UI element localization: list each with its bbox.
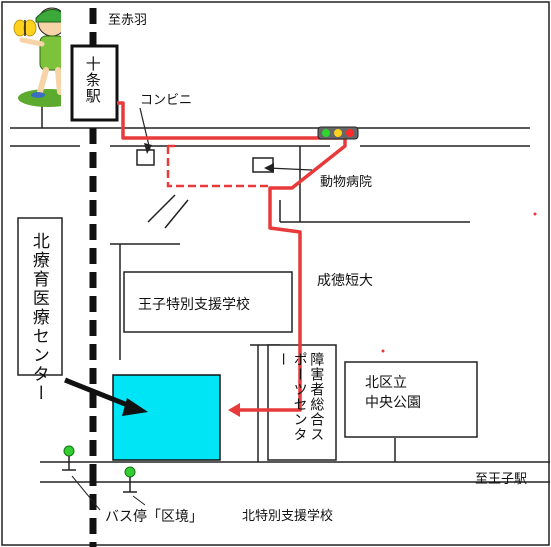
walking-route: [117, 101, 347, 412]
sports-center-building: [267, 344, 337, 461]
alt-route-dashed: [166, 146, 270, 188]
convenience-store-box: [136, 149, 155, 166]
label-oji-school: 王子特別支援学校: [138, 297, 250, 313]
label-kita-school: 北特別支援学校: [242, 509, 334, 524]
label-sports-center: 障害者総合スポーツセンター: [274, 352, 325, 442]
jujo-station-box: [70, 44, 119, 122]
label-bus-stop: バス停「区境」: [105, 509, 203, 525]
bus-stop-icon: [62, 445, 146, 511]
label-animal-hospital: 動物病院: [320, 175, 373, 190]
traffic-signal-icon: [317, 126, 359, 140]
direction-arrow-line: [64, 377, 136, 411]
route-arrow: [228, 403, 240, 417]
butterfly-icon: [13, 19, 37, 37]
road-west: [110, 243, 180, 360]
convenience-store-leader-arrow: [144, 143, 152, 154]
label-hokuryo-center: 北療育医療センター: [28, 232, 49, 403]
hokuryo-center-building: [112, 374, 221, 461]
road-diagonal: [147, 146, 470, 229]
speck: [381, 349, 385, 353]
label-seitoku-college: 成徳短大: [317, 273, 373, 289]
label-to-oji-station: 至王子駅: [475, 472, 528, 487]
animal-hospital-leader-arrow: [264, 163, 274, 173]
oji-school-building: [123, 271, 293, 333]
chuo-park: [344, 361, 478, 438]
hokuryo-center-label-box: [17, 217, 63, 376]
label-chuo-park-line2: 中央公園: [365, 395, 421, 411]
child-with-butterfly-illustration: [13, 7, 61, 107]
animal-hospital-leader: [267, 167, 313, 171]
road-south: [40, 461, 550, 483]
speck: [533, 212, 537, 216]
direction-arrow-icon: [122, 398, 148, 416]
label-to-akabane: 至赤羽: [108, 13, 148, 28]
label-chuo-park-line1: 北区立: [365, 375, 407, 391]
label-jujo-station: 十条駅: [83, 56, 102, 104]
label-convenience-store: コンビニ: [140, 93, 193, 108]
convenience-store-leader: [139, 107, 151, 151]
